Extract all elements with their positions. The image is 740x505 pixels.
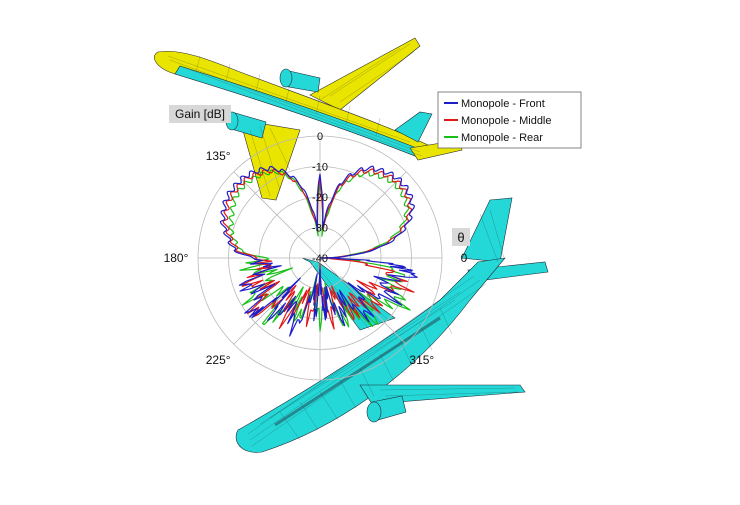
series-line-middle	[222, 168, 415, 330]
legend-label-rear: Monopole - Rear	[461, 132, 543, 144]
r-tick-label: -30	[312, 223, 328, 235]
angle-tick-label: 180°	[164, 251, 189, 265]
legend: Monopole - Front Monopole - Middle Monop…	[437, 91, 582, 149]
angle-tick-label: 135°	[206, 149, 231, 163]
angle-tick-label: 315°	[409, 353, 434, 367]
grid-spoke	[233, 257, 321, 345]
gain-label: Gain [dB]	[175, 107, 225, 121]
polar-grid	[197, 135, 443, 381]
r-tick-label: -10	[312, 162, 328, 174]
cyan-airplane-illustration	[235, 197, 549, 453]
legend-label-middle: Monopole - Middle	[461, 115, 552, 127]
series-layer	[219, 165, 418, 337]
grid-spoke	[319, 257, 407, 345]
r-tick-label: 0	[317, 131, 323, 143]
yellow-airplane-illustration	[154, 37, 463, 201]
legend-label-front: Monopole - Front	[461, 98, 545, 110]
radial-tick-labels: 0 -10 -20 -30 -40	[312, 131, 328, 265]
angle-tick-label: 225°	[206, 353, 231, 367]
angle-tick-label: 0	[461, 251, 468, 265]
polar-plot: 0 -10 -20 -30 -40 0 135° 180° 225° 315°	[164, 131, 468, 381]
angle-tick-labels: 0 135° 180° 225° 315°	[164, 149, 468, 367]
grid-spoke	[233, 171, 321, 259]
theta-label: θ	[457, 230, 464, 245]
r-tick-label: -40	[312, 253, 328, 265]
grid-spoke	[319, 171, 407, 259]
series-line-front	[219, 165, 418, 337]
gain-label-box: Gain [dB]	[169, 105, 231, 123]
r-tick-label: -20	[312, 192, 328, 204]
theta-label-box: θ	[452, 228, 470, 246]
